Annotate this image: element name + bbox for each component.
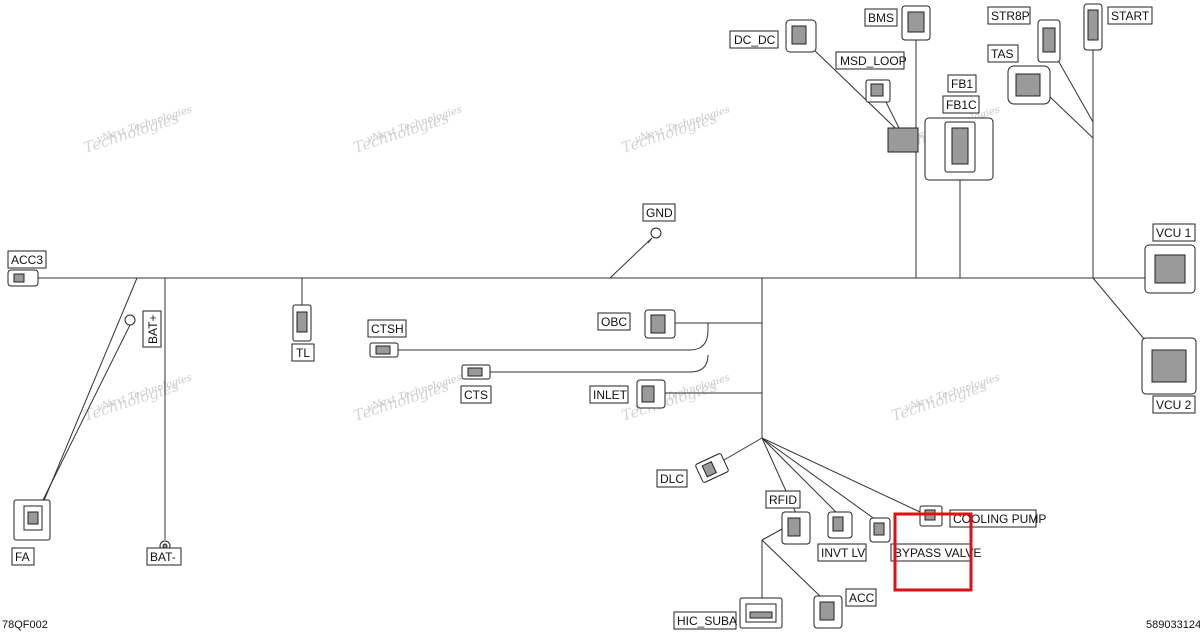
- msd-loop-connector-icon[interactable]: [865, 79, 891, 103]
- hic-suba-connector-icon[interactable]: [739, 597, 783, 629]
- watermark: Technologies vNext Technologies: [619, 372, 731, 424]
- hic-suba-label: HIC_SUBA: [677, 614, 737, 628]
- bms-label: BMS: [868, 11, 894, 25]
- invt-lv-label: INVT LV: [821, 546, 865, 560]
- acc-label: ACC: [849, 591, 875, 605]
- watermark: Technologies vNext Technologies: [81, 104, 193, 156]
- cts-wire: [490, 354, 709, 373]
- cooling-pump-label: COOLING PUMP: [953, 512, 1046, 526]
- obc-connector-icon[interactable]: [644, 309, 676, 339]
- watermark: Technologies vNext Technologies: [351, 104, 463, 156]
- dlc-connector-icon[interactable]: [695, 453, 729, 483]
- bypass-valve-connector-icon[interactable]: [869, 517, 891, 543]
- bat-minus-label: BAT-: [150, 550, 176, 564]
- fa-wire: [42, 277, 138, 504]
- start-connector-icon[interactable]: [1083, 3, 1103, 51]
- obc-label: OBC: [601, 315, 627, 329]
- str8p-connector-icon[interactable]: [1037, 19, 1061, 63]
- gnd-ring-terminal-icon[interactable]: [647, 227, 662, 244]
- gnd-wire: [609, 237, 653, 279]
- figure-code-right: 589033124: [1146, 619, 1200, 631]
- acc-wire: [761, 539, 823, 599]
- bypass-wire: [761, 437, 877, 521]
- fa-wire-2: [39, 324, 131, 507]
- inlet-connector-icon[interactable]: [636, 379, 666, 409]
- tas-wire: [1047, 94, 1094, 139]
- acc3-connector-icon[interactable]: [7, 269, 39, 287]
- str8p-wire: [1054, 54, 1094, 123]
- watermark: Technologies vNext Technologies: [351, 372, 463, 424]
- watermark: Technologies vNext Technologies: [81, 372, 193, 424]
- dc-dc-connector-icon[interactable]: [785, 19, 817, 53]
- bypass-valve-label: BYPASS VALVE: [894, 546, 981, 560]
- acc-connector-icon[interactable]: [813, 595, 843, 629]
- dlc-wire: [723, 437, 763, 461]
- fa-connector-icon[interactable]: [13, 499, 51, 541]
- fb1-label: FB1: [951, 77, 973, 91]
- vcu2-connector-icon[interactable]: [1141, 337, 1197, 395]
- cooling-pump-connector-icon[interactable]: [919, 505, 943, 527]
- vcu1-label: VCU 1: [1156, 226, 1192, 240]
- watermark: Technologies vNext Technologies: [889, 372, 1001, 424]
- bms-connector-icon[interactable]: [901, 5, 931, 41]
- acc3-label: ACC3: [11, 253, 43, 267]
- vcu1-connector-icon[interactable]: [1144, 244, 1196, 294]
- gnd-label: GND: [646, 206, 673, 220]
- fa-label: FA: [15, 550, 30, 564]
- invt-wire: [761, 437, 837, 513]
- cts-connector-icon[interactable]: [461, 364, 491, 380]
- rfid-label: RFID: [769, 493, 797, 507]
- label-layer: DC_DC BMS STR8P START MSD_LOOP TAS FB1 F…: [7, 6, 1196, 630]
- tas-label: TAS: [991, 47, 1013, 61]
- vcu2-label: VCU 2: [1156, 398, 1192, 412]
- tas-connector-icon[interactable]: [1007, 65, 1051, 105]
- invt-lv-connector-icon[interactable]: [827, 511, 853, 539]
- inlet-label: INLET: [593, 388, 628, 402]
- fb1c-label: FB1C: [946, 98, 977, 112]
- tl-connector-icon[interactable]: [292, 304, 312, 342]
- msd-loop-label: MSD_LOOP: [840, 54, 907, 68]
- watermark-layer: Technologies vNext Technologies Technolo…: [81, 104, 1001, 424]
- vcu2-wire: [1092, 277, 1146, 341]
- fb1c-fuse-box-icon[interactable]: [887, 117, 994, 181]
- bat-plus-label: BAT+: [146, 315, 160, 344]
- rfid-wire: [761, 437, 801, 523]
- ctsh-connector-icon[interactable]: [369, 342, 399, 358]
- rfid-connector-icon[interactable]: [781, 511, 811, 545]
- bypass-valve-highlight-box: [893, 512, 973, 592]
- start-label: START: [1111, 9, 1150, 23]
- str8p-label: STR8P: [991, 9, 1030, 23]
- ctsh-wire: [398, 323, 709, 351]
- bat-plus-ring-terminal-icon[interactable]: [124, 314, 136, 326]
- watermark: Technologies vNext Technologies: [619, 104, 731, 156]
- dc-dc-label: DC_DC: [734, 33, 776, 47]
- figure-code-left: 78QF002: [2, 619, 48, 631]
- dlc-label: DLC: [660, 472, 684, 486]
- cts-label: CTS: [464, 388, 488, 402]
- ctsh-label: CTSH: [371, 322, 404, 336]
- wire-layer: [38, 40, 1146, 600]
- tl-label: TL: [296, 346, 310, 360]
- connector-layer: [7, 3, 1197, 629]
- cooling-wire: [761, 437, 921, 513]
